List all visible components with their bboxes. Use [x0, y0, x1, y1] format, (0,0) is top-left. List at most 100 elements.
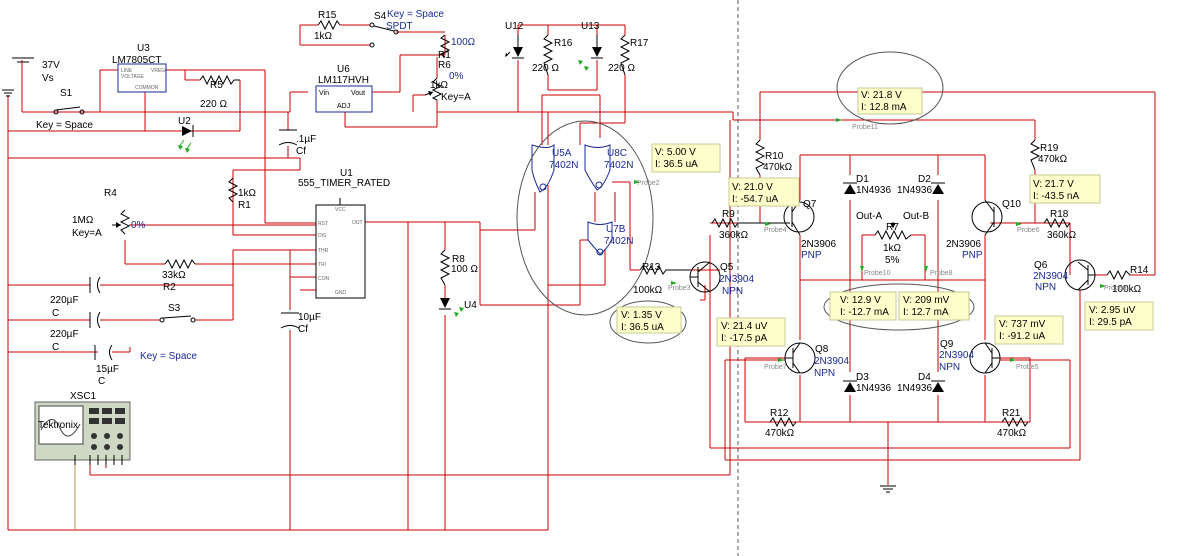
probe-4[interactable]: V: 21.0 V I: -54.7 uA Probe4	[728, 177, 800, 234]
switch-s3[interactable]: S3	[159, 303, 196, 323]
d2-part: 1N4936	[897, 185, 932, 196]
svg-text:Vout: Vout	[351, 90, 365, 97]
output-labels: Out-A Out-B	[856, 211, 929, 222]
q10-part: 2N3906	[946, 239, 981, 250]
svg-text:ADJ: ADJ	[337, 103, 350, 110]
probe-6-name: Probe6	[1017, 227, 1040, 234]
nor-gate-u8c: U8C 7402N	[584, 144, 633, 191]
svg-text:GND: GND	[335, 290, 347, 296]
capacitor-cf1: .1µF Cf	[278, 129, 316, 157]
c15-key: Key = Space	[140, 351, 197, 362]
r4-value: 1MΩ	[72, 215, 94, 226]
r2-label: R2	[163, 282, 176, 293]
probe-10[interactable]: V: 12.9 V I: -12.7 mA Probe10	[823, 266, 975, 331]
s1-label: S1	[60, 88, 73, 99]
d1-part: 1N4936	[856, 185, 891, 196]
probe-5[interactable]: V: 737 mV I: -91.2 uA Probe5	[994, 315, 1064, 371]
r17-label: R17	[630, 38, 649, 49]
resistor-r19: R19 470kΩ	[1029, 139, 1068, 171]
resistor-r1b: 1kΩ R1	[227, 177, 257, 211]
resistor-r2: 33kΩ R2	[162, 258, 196, 293]
c15-label: C	[98, 376, 105, 387]
probe-3-name: Probe3	[668, 285, 691, 292]
d3-label: D3	[856, 372, 869, 383]
r1-value: 100Ω	[451, 37, 476, 48]
q9-part: 2N3904	[939, 350, 974, 361]
timer-u1: U1 555_TIMER_RATED RST DIS THR TRI CON V…	[298, 168, 390, 299]
r21-label: R21	[1002, 408, 1021, 419]
resistor-r18: R18 360kΩ	[1043, 209, 1077, 241]
potentiometer-r4[interactable]: R4 1MΩ Key=A 0%	[72, 188, 146, 239]
r16-value: 220 Ω	[532, 63, 559, 74]
q9-label: Q9	[940, 339, 954, 350]
u2-label: U2	[178, 116, 191, 127]
svg-text:Vin: Vin	[319, 90, 329, 97]
svg-text:VREG: VREG	[151, 68, 165, 74]
q5-type: NPN	[722, 286, 743, 297]
u6-label: U6	[337, 64, 350, 75]
q7-label: Q7	[803, 199, 817, 210]
potentiometer-r7[interactable]: R7 1kΩ 5%	[874, 222, 912, 266]
probe-11[interactable]: V: 21.8 V I: 12.8 mA Probe11	[836, 51, 944, 131]
probe-10-name: Probe10	[864, 270, 891, 277]
r10-label: R10	[765, 151, 784, 162]
u1-part: 555_TIMER_RATED	[298, 178, 390, 189]
probe-9-voltage: V: 2.95 uV	[1089, 305, 1136, 316]
probe-2-name: Probe2	[637, 180, 660, 187]
c220a-value: 220µF	[50, 295, 79, 306]
r13-value: 100kΩ	[633, 285, 663, 296]
r14-label: R14	[1130, 265, 1149, 276]
probe-4-voltage: V: 21.0 V	[732, 182, 773, 193]
c220a-label: C	[52, 308, 59, 319]
probe-11-voltage: V: 21.8 V	[861, 90, 902, 101]
probe-5-name: Probe5	[1016, 364, 1039, 371]
switch-s1[interactable]: S1 Key = Space	[36, 88, 93, 131]
probe-3-voltage: V: 1.35 V	[621, 310, 662, 321]
led-u13: U13	[578, 21, 603, 71]
d4-part: 1N4936	[897, 383, 932, 394]
middle-wiring	[479, 24, 1035, 530]
r4-percent: 0%	[131, 220, 146, 231]
r18-label: R18	[1050, 209, 1069, 220]
nor-gate-u7b: U7B 7402N	[587, 221, 633, 256]
probe-6[interactable]: V: 21.7 V I: -43.5 nA Probe6	[1016, 174, 1101, 234]
led-u4: U4	[439, 298, 477, 317]
r8-label: R8	[452, 254, 465, 265]
svg-text:TRI: TRI	[318, 262, 326, 268]
probe-7-voltage: V: 21.4 uV	[721, 321, 768, 332]
oscilloscope-xsc1[interactable]: Tektronix XSC1	[34, 391, 131, 530]
probe-9[interactable]: V: 2.95 uV I: 29.5 pA Probe9	[1084, 284, 1154, 331]
r6-value: 1kΩ	[430, 80, 449, 91]
oscilloscope-label: XSC1	[70, 391, 97, 402]
transistor-q7: Q7 2N3906 PNP	[783, 199, 836, 261]
out-b-label: Out-B	[903, 211, 929, 222]
gate-highlight-ellipse	[516, 120, 654, 316]
probe-10-voltage: V: 12.9 V	[840, 295, 881, 306]
s1-key: Key = Space	[36, 120, 93, 131]
switch-s4[interactable]: S4 Key = Space SPDT	[369, 9, 444, 48]
probe-8[interactable]: V: 209 mV I: 12.7 mA Probe8	[898, 266, 970, 321]
cf2-label: Cf	[298, 324, 308, 335]
c220b-value: 220µF	[50, 329, 79, 340]
probe-2[interactable]: V: 5.00 V I: 36.5 uA Probe2	[634, 143, 721, 187]
svg-text:DIS: DIS	[318, 233, 327, 239]
resistor-r13: R13 100kΩ	[633, 262, 690, 296]
probe-3[interactable]: V: 1.35 V I: 36.5 uA Probe3	[609, 281, 691, 344]
q6-type: NPN	[1035, 282, 1056, 293]
svg-text:RST: RST	[318, 221, 328, 227]
potentiometer-r6[interactable]: R6 1kΩ 0% Key=A	[424, 57, 471, 103]
q6-label: Q6	[1034, 260, 1048, 271]
u1-label: U1	[340, 168, 353, 179]
probe-7[interactable]: V: 21.4 uV I: -17.5 pA Probe7	[716, 317, 787, 371]
resistor-r9: R9 360kΩ	[711, 209, 790, 241]
probe-5-current: I: -91.2 uA	[999, 331, 1045, 342]
r5-value: 220 Ω	[200, 99, 227, 110]
right-wiring	[690, 91, 1156, 485]
r15-label: R15	[318, 10, 337, 21]
probe-8-name: Probe8	[930, 270, 953, 277]
probe-6-current: I: -43.5 nA	[1033, 191, 1079, 202]
r8-value: 100 Ω	[451, 264, 478, 275]
c220b-label: C	[52, 342, 59, 353]
d3-part: 1N4936	[856, 383, 891, 394]
